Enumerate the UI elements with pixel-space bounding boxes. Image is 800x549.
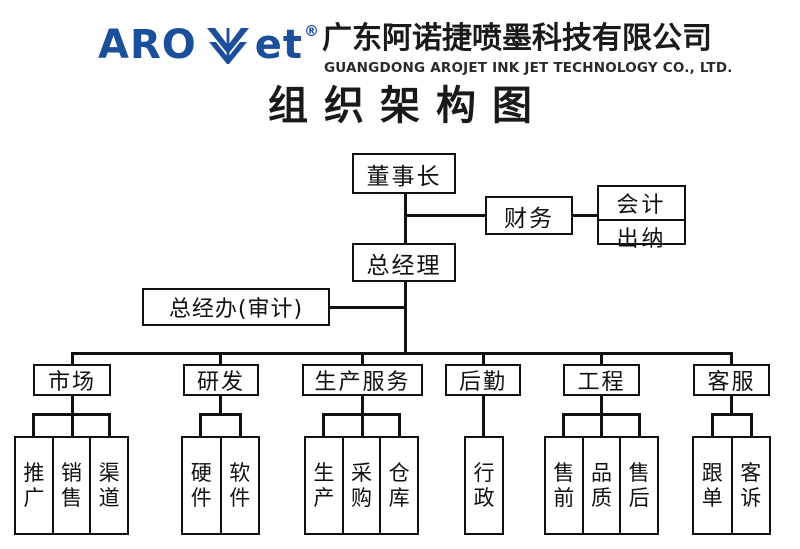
connector-dept5-drop-0 [711, 413, 714, 437]
connector-dept2-drop-1 [361, 413, 364, 437]
connector-chairman-to-finance [405, 214, 485, 217]
node-gm-office[interactable]: 总经办(审计) [142, 288, 330, 326]
connector-dept4-stem [600, 395, 603, 415]
leafgroup-production-service[interactable]: 生产 采购 仓库 [304, 436, 419, 535]
connector-dept2-stem [361, 395, 364, 415]
node-dept-production-service[interactable]: 生产服务 [302, 364, 423, 396]
connector-dept0-drop-2 [108, 413, 111, 437]
connector-dept2-drop-2 [398, 413, 401, 437]
connector-dept1-stem [219, 395, 222, 415]
node-leaf-purchasing[interactable]: 采购 [341, 438, 380, 533]
connector-dept5-bus [711, 413, 753, 416]
page-header: ARO et ® 广东阿诺捷喷墨科技有限公司 GUANGDONG AROJET … [0, 10, 800, 77]
connector-finance-to-accounts [572, 214, 599, 217]
node-finance-children[interactable]: 会计 出纳 [597, 185, 686, 252]
node-dept-rnd[interactable]: 研发 [183, 364, 259, 396]
connector-bus-to-dept-4 [600, 352, 603, 366]
node-leaf-quality[interactable]: 品质 [581, 438, 620, 533]
arojet-sprout-icon [205, 26, 251, 66]
page-title: 组织架构图 [268, 83, 548, 129]
leafgroup-marketing[interactable]: 推广 销售 渠道 [14, 436, 129, 535]
node-general-manager[interactable]: 总经理 [352, 243, 456, 282]
node-dept-engineering[interactable]: 工程 [563, 364, 640, 396]
leafgroup-engineering[interactable]: 售前 品质 售后 [544, 436, 659, 535]
connector-dept0-drop-1 [71, 413, 74, 437]
connector-bus-to-dept-2 [361, 352, 364, 366]
connector-bus-to-dept-5 [730, 352, 733, 366]
node-accountant[interactable]: 会计 [616, 193, 667, 218]
connector-dept1-bus [199, 413, 242, 416]
connector-dept2-drop-0 [322, 413, 325, 437]
connector-dept5-stem [730, 395, 733, 415]
connector-dept4-drop-0 [562, 413, 565, 437]
node-dept-marketing[interactable]: 市场 [33, 364, 111, 396]
logo-text-et: et [254, 22, 304, 68]
connector-dept3-stem [482, 395, 485, 437]
node-chairman[interactable]: 董事长 [352, 153, 456, 194]
connector-gmoffice-to-gm [328, 306, 405, 309]
company-name-cn: 广东阿诺捷喷墨科技有限公司 [322, 21, 712, 56]
connector-dept1-drop-0 [199, 413, 202, 437]
connector-dept1-drop-1 [239, 413, 242, 437]
connector-dept0-stem [71, 395, 74, 415]
connector-bus-to-dept-0 [71, 352, 74, 366]
connector-department-bus [72, 352, 733, 355]
node-leaf-aftersales[interactable]: 售后 [619, 438, 657, 533]
leafgroup-rnd[interactable]: 硬件 软件 [181, 436, 260, 535]
node-cashier[interactable]: 出纳 [599, 219, 684, 253]
node-leaf-channel[interactable]: 渠道 [89, 438, 127, 533]
logo-text-aro: ARO [98, 22, 197, 68]
connector-chairman-stem [403, 193, 407, 246]
company-logo: ARO et ® [98, 22, 320, 68]
node-leaf-production[interactable]: 生产 [313, 460, 335, 510]
connector-dept4-drop-1 [600, 413, 603, 437]
node-leaf-software[interactable]: 软件 [219, 438, 259, 533]
connector-dept0-drop-0 [32, 413, 35, 437]
registered-trademark-icon: ® [304, 22, 320, 40]
node-leaf-hardware[interactable]: 硬件 [190, 460, 212, 510]
connector-bus-to-dept-1 [219, 352, 222, 366]
node-leaf-order-follow[interactable]: 跟单 [701, 460, 723, 510]
node-dept-logistics[interactable]: 后勤 [445, 364, 521, 396]
leafgroup-logistics[interactable]: 行政 [464, 436, 504, 535]
connector-dept4-drop-2 [638, 413, 641, 437]
connector-dept5-drop-1 [750, 413, 753, 437]
node-leaf-warehouse[interactable]: 仓库 [379, 438, 417, 533]
node-leaf-presales[interactable]: 售前 [553, 460, 575, 510]
node-leaf-sales[interactable]: 销售 [51, 438, 90, 533]
node-leaf-promotion[interactable]: 推广 [23, 460, 45, 510]
connector-bus-to-dept-3 [482, 352, 485, 366]
node-leaf-complaints[interactable]: 客诉 [730, 438, 770, 533]
node-dept-customer-service[interactable]: 客服 [693, 364, 770, 396]
node-leaf-administration[interactable]: 行政 [473, 460, 495, 510]
company-name-en: GUANGDONG AROJET INK JET TECHNOLOGY CO.,… [324, 60, 733, 76]
connector-gm-stem [403, 281, 407, 354]
node-finance[interactable]: 财务 [485, 196, 573, 235]
leafgroup-customer-service[interactable]: 跟单 客诉 [692, 436, 771, 535]
